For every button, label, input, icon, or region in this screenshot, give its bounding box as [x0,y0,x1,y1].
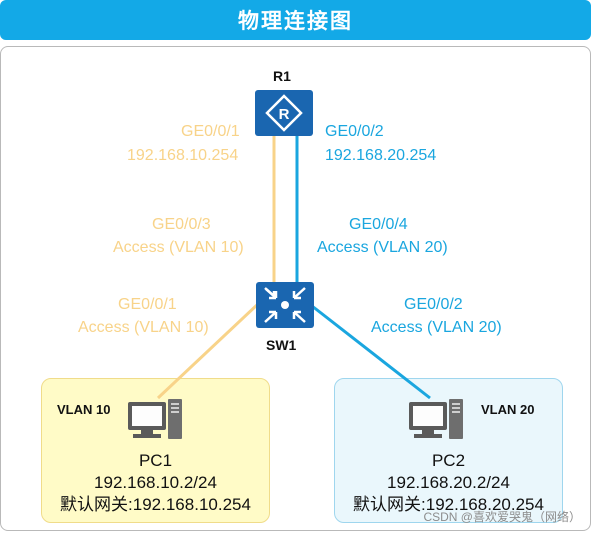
pc2-ip: 192.168.20.2/24 [387,473,510,492]
r1-port-left: GE0/0/1 [181,123,240,140]
sw1-down-left-mode: Access (VLAN 10) [78,319,209,336]
svg-text:R: R [279,106,290,123]
diagram-title: 物理连接图 [0,0,591,40]
r1-router[interactable]: R [255,90,313,136]
sw1-down-right-mode: Access (VLAN 20) [371,319,502,336]
pc2-gateway: 默认网关:192.168.20.254 [353,495,544,514]
sw1-up-right-port: GE0/0/4 [349,216,408,233]
pc1-name: PC1 [138,451,173,470]
sw1-up-left-port: GE0/0/3 [152,216,211,233]
sw1-up-right-mode: Access (VLAN 20) [317,239,448,256]
link-sw1-pc1 [156,302,260,400]
pc1-gateway: 默认网关:192.168.10.254 [60,495,251,514]
pc1-vlan-tag: VLAN 10 [57,402,111,417]
pc2-name: PC2 [431,451,466,470]
layer3-switch-icon [264,287,306,323]
r1-ip-left: 192.168.10.254 [127,147,239,164]
sw1-label: SW1 [266,337,297,353]
vlan20-area [334,378,563,523]
sw1-down-left-port: GE0/0/1 [118,296,177,313]
diagram-frame [0,46,591,531]
pc-icon[interactable] [407,397,467,441]
pc1-ip: 192.168.10.2/24 [94,473,217,492]
pc-icon[interactable] [126,397,186,441]
r1-ip-right: 192.168.20.254 [325,147,437,164]
sw1-switch[interactable] [256,282,314,328]
sw1-down-right-port: GE0/0/2 [404,296,463,313]
pc2-vlan-tag: VLAN 20 [481,402,535,417]
r1-label: R1 [273,68,291,84]
sw1-up-left-mode: Access (VLAN 10) [113,239,244,256]
watermark: CSDN @喜欢爱哭鬼（网络） [423,510,581,524]
link-sw1-pc2 [311,304,431,400]
router-icon: R [265,94,303,132]
r1-port-right: GE0/0/2 [325,123,384,140]
